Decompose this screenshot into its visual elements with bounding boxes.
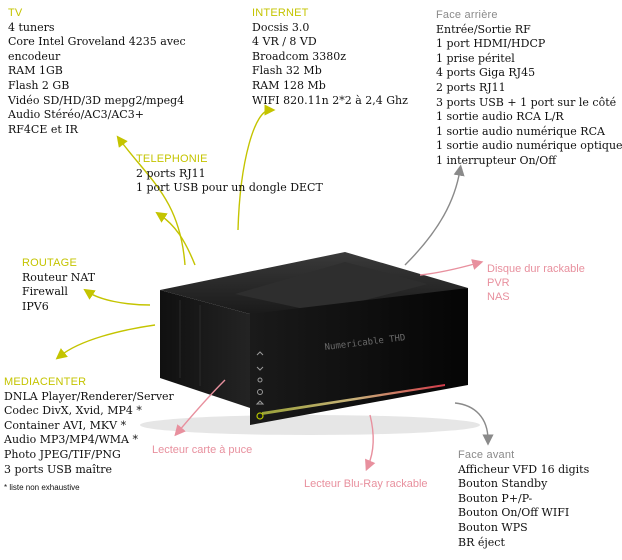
rear-line: 3 ports USB + 1 port sur le côté [436,95,617,109]
front-line: BR éject [458,535,505,549]
telephonie-title: TELEPHONIE [136,153,208,165]
chevron-up-icon [256,351,264,356]
tv-line: 4 tuners [8,20,55,34]
mediacenter-block: MEDIACENTER DNLA Player/Renderer/Server … [4,375,174,496]
tv-line: Vidéo SD/HD/3D mepg2/mpeg4 [8,93,185,107]
rear-line: 1 interrupteur On/Off [436,153,557,167]
mediacenter-line: 3 ports USB maître [4,462,113,476]
rear-line: 1 sortie audio numérique optique [436,139,622,153]
rear-line: 4 ports Giga RJ45 [436,66,536,80]
front-arrow [454,402,494,446]
eject-icon [255,400,265,405]
routage-line: IPV6 [22,299,49,313]
tv-block: TV 4 tuners Core Intel Groveland 4235 av… [8,6,186,137]
rear-line: 2 ports RJ11 [436,80,506,94]
mediacenter-arrow [55,324,156,360]
internet-line: Flash 32 Mb [252,64,322,78]
internet-line: Broadcom 3380z [252,49,347,63]
tv-line: encodeur [8,49,61,63]
disque-line: PVR [487,277,510,289]
mediacenter-line: Codec DivX, Xvid, MP4 * [4,404,142,418]
front-buttons [255,351,265,405]
carte-arrow [174,379,226,437]
tv-line: Flash 2 GB [8,78,70,92]
box-shadow [140,415,480,435]
tv-line: RAM 1GB [8,64,63,78]
telephonie-line: 1 port USB pour un dongle DECT [136,181,323,195]
telephonie-line: 2 ports RJ11 [136,166,206,180]
wifi-icon [257,377,263,383]
front-line: Bouton P+/P- [458,491,533,505]
disque-line: Disque dur rackable [487,263,585,275]
box-lid [235,262,428,312]
carte-label: Lecteur carte à puce [152,444,253,456]
rear-title: Face arrière [436,9,498,21]
mediacenter-title: MEDIACENTER [4,376,87,388]
tv-line: RF4CE et IR [8,122,78,136]
front-line: Bouton WPS [458,520,528,534]
routage-line: Routeur NAT [22,270,96,284]
bluray-label: Lecteur Blu-Ray rackable [304,478,428,490]
disque-block: Disque dur rackable PVR NAS [487,262,585,304]
mediacenter-line: Audio MP3/MP4/WMA * [4,433,138,447]
disque-line: NAS [487,291,510,303]
internet-line: Docsis 3.0 [252,20,310,34]
tv-line: Core Intel Groveland 4235 avec [8,35,186,49]
rear-block: Face arrière Entrée/Sortie RF 1 port HDM… [436,8,622,169]
front-light-strip [262,384,445,415]
routage-title: ROUTAGE [22,257,77,269]
mediacenter-line: Photo JPEG/TIF/PNG [4,447,121,461]
telephonie-arrow [155,211,196,266]
routage-block: ROUTAGE Routeur NAT Firewall IPV6 [22,256,95,314]
front-title: Face avant [458,449,515,461]
mediacenter-line: DNLA Player/Renderer/Server [4,389,174,403]
power-icon [256,412,264,420]
internet-line: RAM 128 Mb [252,78,326,92]
telephonie-block: TELEPHONIE 2 ports RJ11 1 port USB pour … [136,152,323,196]
disque-arrow [419,259,484,276]
rear-line: Entrée/Sortie RF [436,22,531,36]
internet-block: INTERNET Docsis 3.0 4 VR / 8 VD Broadcom… [252,6,408,108]
front-line: Bouton Standby [458,477,548,491]
rear-arrow [404,164,465,266]
tv-title: TV [8,7,23,19]
tv-arrow [116,135,186,266]
front-block: Face avant Afficheur VFD 16 digits Bouto… [458,448,589,550]
bluray-arrow [365,414,376,472]
mediacenter-note: * liste non exhaustive [4,483,80,493]
routage-line: Firewall [22,285,68,299]
rear-line: 1 port HDMI/HDCP [436,37,546,51]
mediacenter-line: Container AVI, MKV * [4,418,127,432]
front-line: Bouton On/Off WIFI [458,506,570,520]
routage-arrow [83,288,151,306]
internet-arrow [237,104,276,231]
internet-line: WIFI 820.11n 2*2 à 2,4 Ghz [252,93,408,107]
chevron-down-icon [256,366,264,371]
internet-title: INTERNET [252,7,309,19]
wps-icon [257,389,263,395]
rear-line: 1 sortie audio RCA L/R [436,110,564,124]
rear-line: 1 sortie audio numérique RCA [436,124,605,138]
tv-line: Audio Stéréo/AC3/AC3+ [8,108,144,122]
front-line: Afficheur VFD 16 digits [458,462,590,476]
internet-line: 4 VR / 8 VD [252,35,317,49]
rear-line: 1 prise péritel [436,51,515,65]
